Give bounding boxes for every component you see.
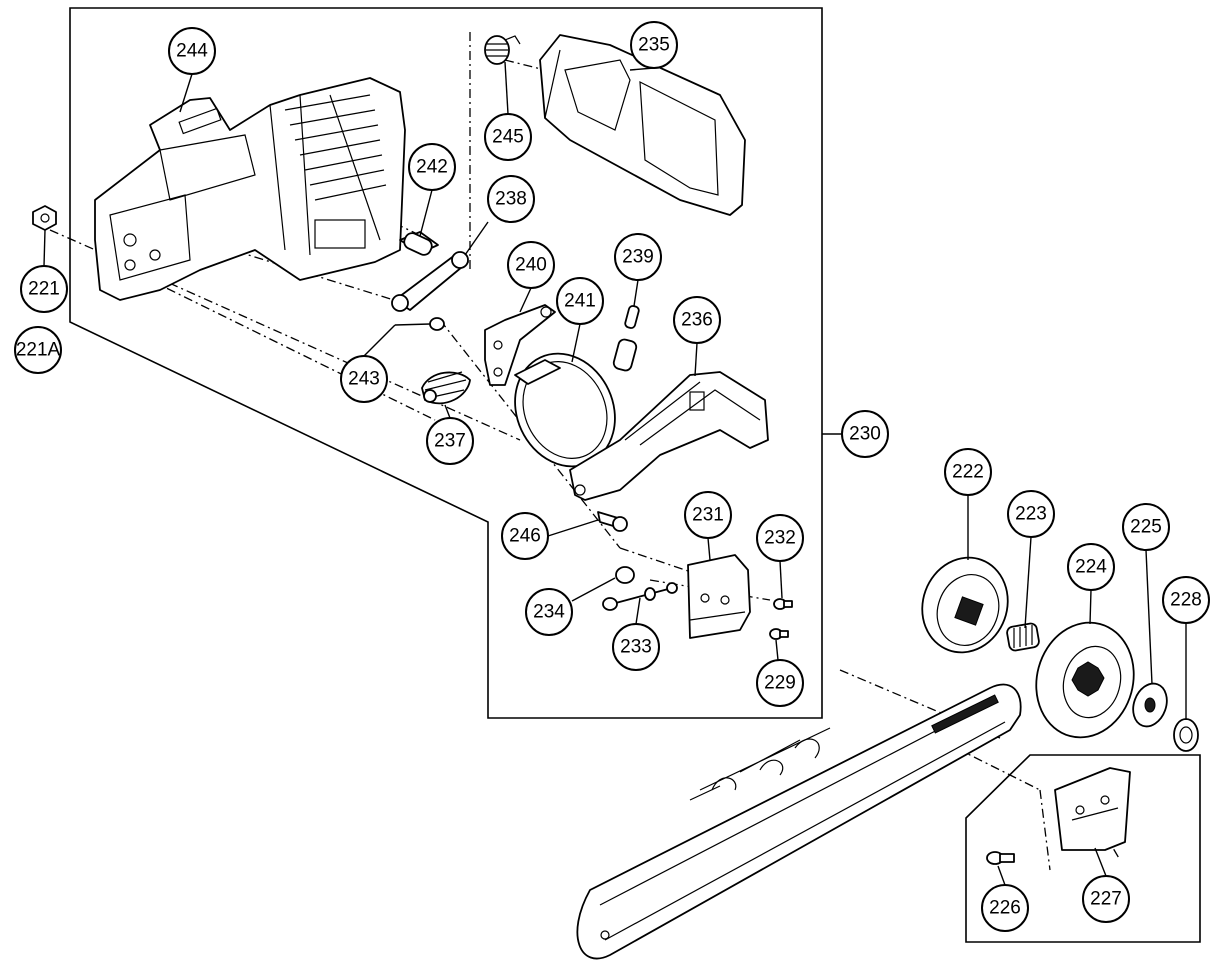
callout-223: 223: [1007, 490, 1055, 538]
callout-242: 242: [408, 143, 456, 191]
callout-224: 224: [1067, 543, 1115, 591]
pin-243-part: [429, 317, 445, 331]
callout-232: 232: [756, 514, 804, 562]
callout-label: 233: [620, 637, 652, 658]
callout-221A: 221A: [14, 326, 62, 374]
lever-238-part: [391, 251, 469, 312]
callout-233: 233: [612, 623, 660, 671]
pin-242-part: [399, 231, 439, 256]
callout-241: 241: [556, 277, 604, 325]
crankcase-part: [94, 77, 406, 301]
callout-229: 229: [756, 659, 804, 707]
callout-label: 241: [564, 291, 596, 312]
screw-232-part: [773, 598, 793, 610]
callout-label: 223: [1015, 504, 1047, 525]
callout-label: 224: [1075, 557, 1107, 578]
bar-plate-227-part: [1054, 767, 1131, 851]
spring-237-part: [421, 371, 471, 405]
callout-245: 245: [484, 113, 532, 161]
callout-label: 225: [1130, 517, 1162, 538]
callout-label: 242: [416, 157, 448, 178]
callout-label: 237: [434, 431, 466, 452]
callout-227: 227: [1082, 875, 1130, 923]
clutch-222-part: [921, 556, 1009, 654]
screw-229-part: [769, 628, 789, 640]
callout-label: 240: [515, 255, 547, 276]
callout-label: 227: [1090, 889, 1122, 910]
callout-238: 238: [487, 175, 535, 223]
callout-236: 236: [673, 296, 721, 344]
callout-246: 246: [501, 512, 549, 560]
callout-225: 225: [1122, 503, 1170, 551]
nut-221-part: [32, 205, 57, 231]
callout-label: 229: [764, 673, 796, 694]
bolt-233-part: [602, 582, 678, 611]
callout-label: 245: [492, 127, 524, 148]
callout-label: 221: [28, 279, 60, 300]
side-cover-part: [539, 34, 746, 216]
callout-label: 232: [764, 528, 796, 549]
callout-label: 234: [533, 602, 565, 623]
clutch-drum-224-part: [1035, 621, 1135, 739]
spring-245-part: [484, 35, 521, 65]
plate-231-part: [687, 554, 751, 639]
callout-243: 243: [340, 355, 388, 403]
brake-bracket-236-part: [569, 371, 769, 501]
callout-231: 231: [684, 491, 732, 539]
callout-222: 222: [944, 448, 992, 496]
nut-234-part: [615, 566, 635, 584]
callout-label: 222: [952, 462, 984, 483]
brake-band-241-part: [514, 352, 616, 468]
callout-235: 235: [630, 21, 678, 69]
callout-239: 239: [614, 233, 662, 281]
callout-label: 238: [495, 189, 527, 210]
callout-label: 244: [176, 41, 208, 62]
guide-bar-part: [576, 683, 1022, 960]
callout-label: 231: [692, 505, 724, 526]
brake-lever-240-part: [484, 304, 556, 386]
callout-228: 228: [1162, 576, 1210, 624]
callout-label: 243: [348, 369, 380, 390]
callout-221: 221: [20, 265, 68, 313]
callout-label: 239: [622, 247, 654, 268]
callout-244: 244: [168, 27, 216, 75]
callout-label: 246: [509, 526, 541, 547]
callout-label: 236: [681, 310, 713, 331]
callout-240: 240: [507, 241, 555, 289]
callout-label: 228: [1170, 590, 1202, 611]
bearing-223-part: [1006, 622, 1040, 652]
callout-226: 226: [981, 884, 1029, 932]
callout-label: 226: [989, 898, 1021, 919]
callout-label: 221A: [16, 340, 61, 361]
screw-246-part: [597, 511, 628, 532]
callout-234: 234: [525, 588, 573, 636]
callouts: 244 235 245 242 238 240 239 241 236 221 …: [14, 21, 1210, 932]
assembly-227-frame: [965, 754, 1201, 943]
callout-230: 230: [841, 410, 889, 458]
callout-label: 235: [638, 35, 670, 56]
washer-225-part: [1132, 682, 1168, 728]
callout-237: 237: [426, 417, 474, 465]
leader-lines: [43, 61, 1187, 886]
pin-239-part: [612, 305, 640, 372]
bushing-228-part: [1173, 718, 1199, 752]
callout-label: 230: [849, 424, 881, 445]
assembly-230-frame: [69, 7, 823, 719]
screw-226-part: [986, 851, 1015, 865]
